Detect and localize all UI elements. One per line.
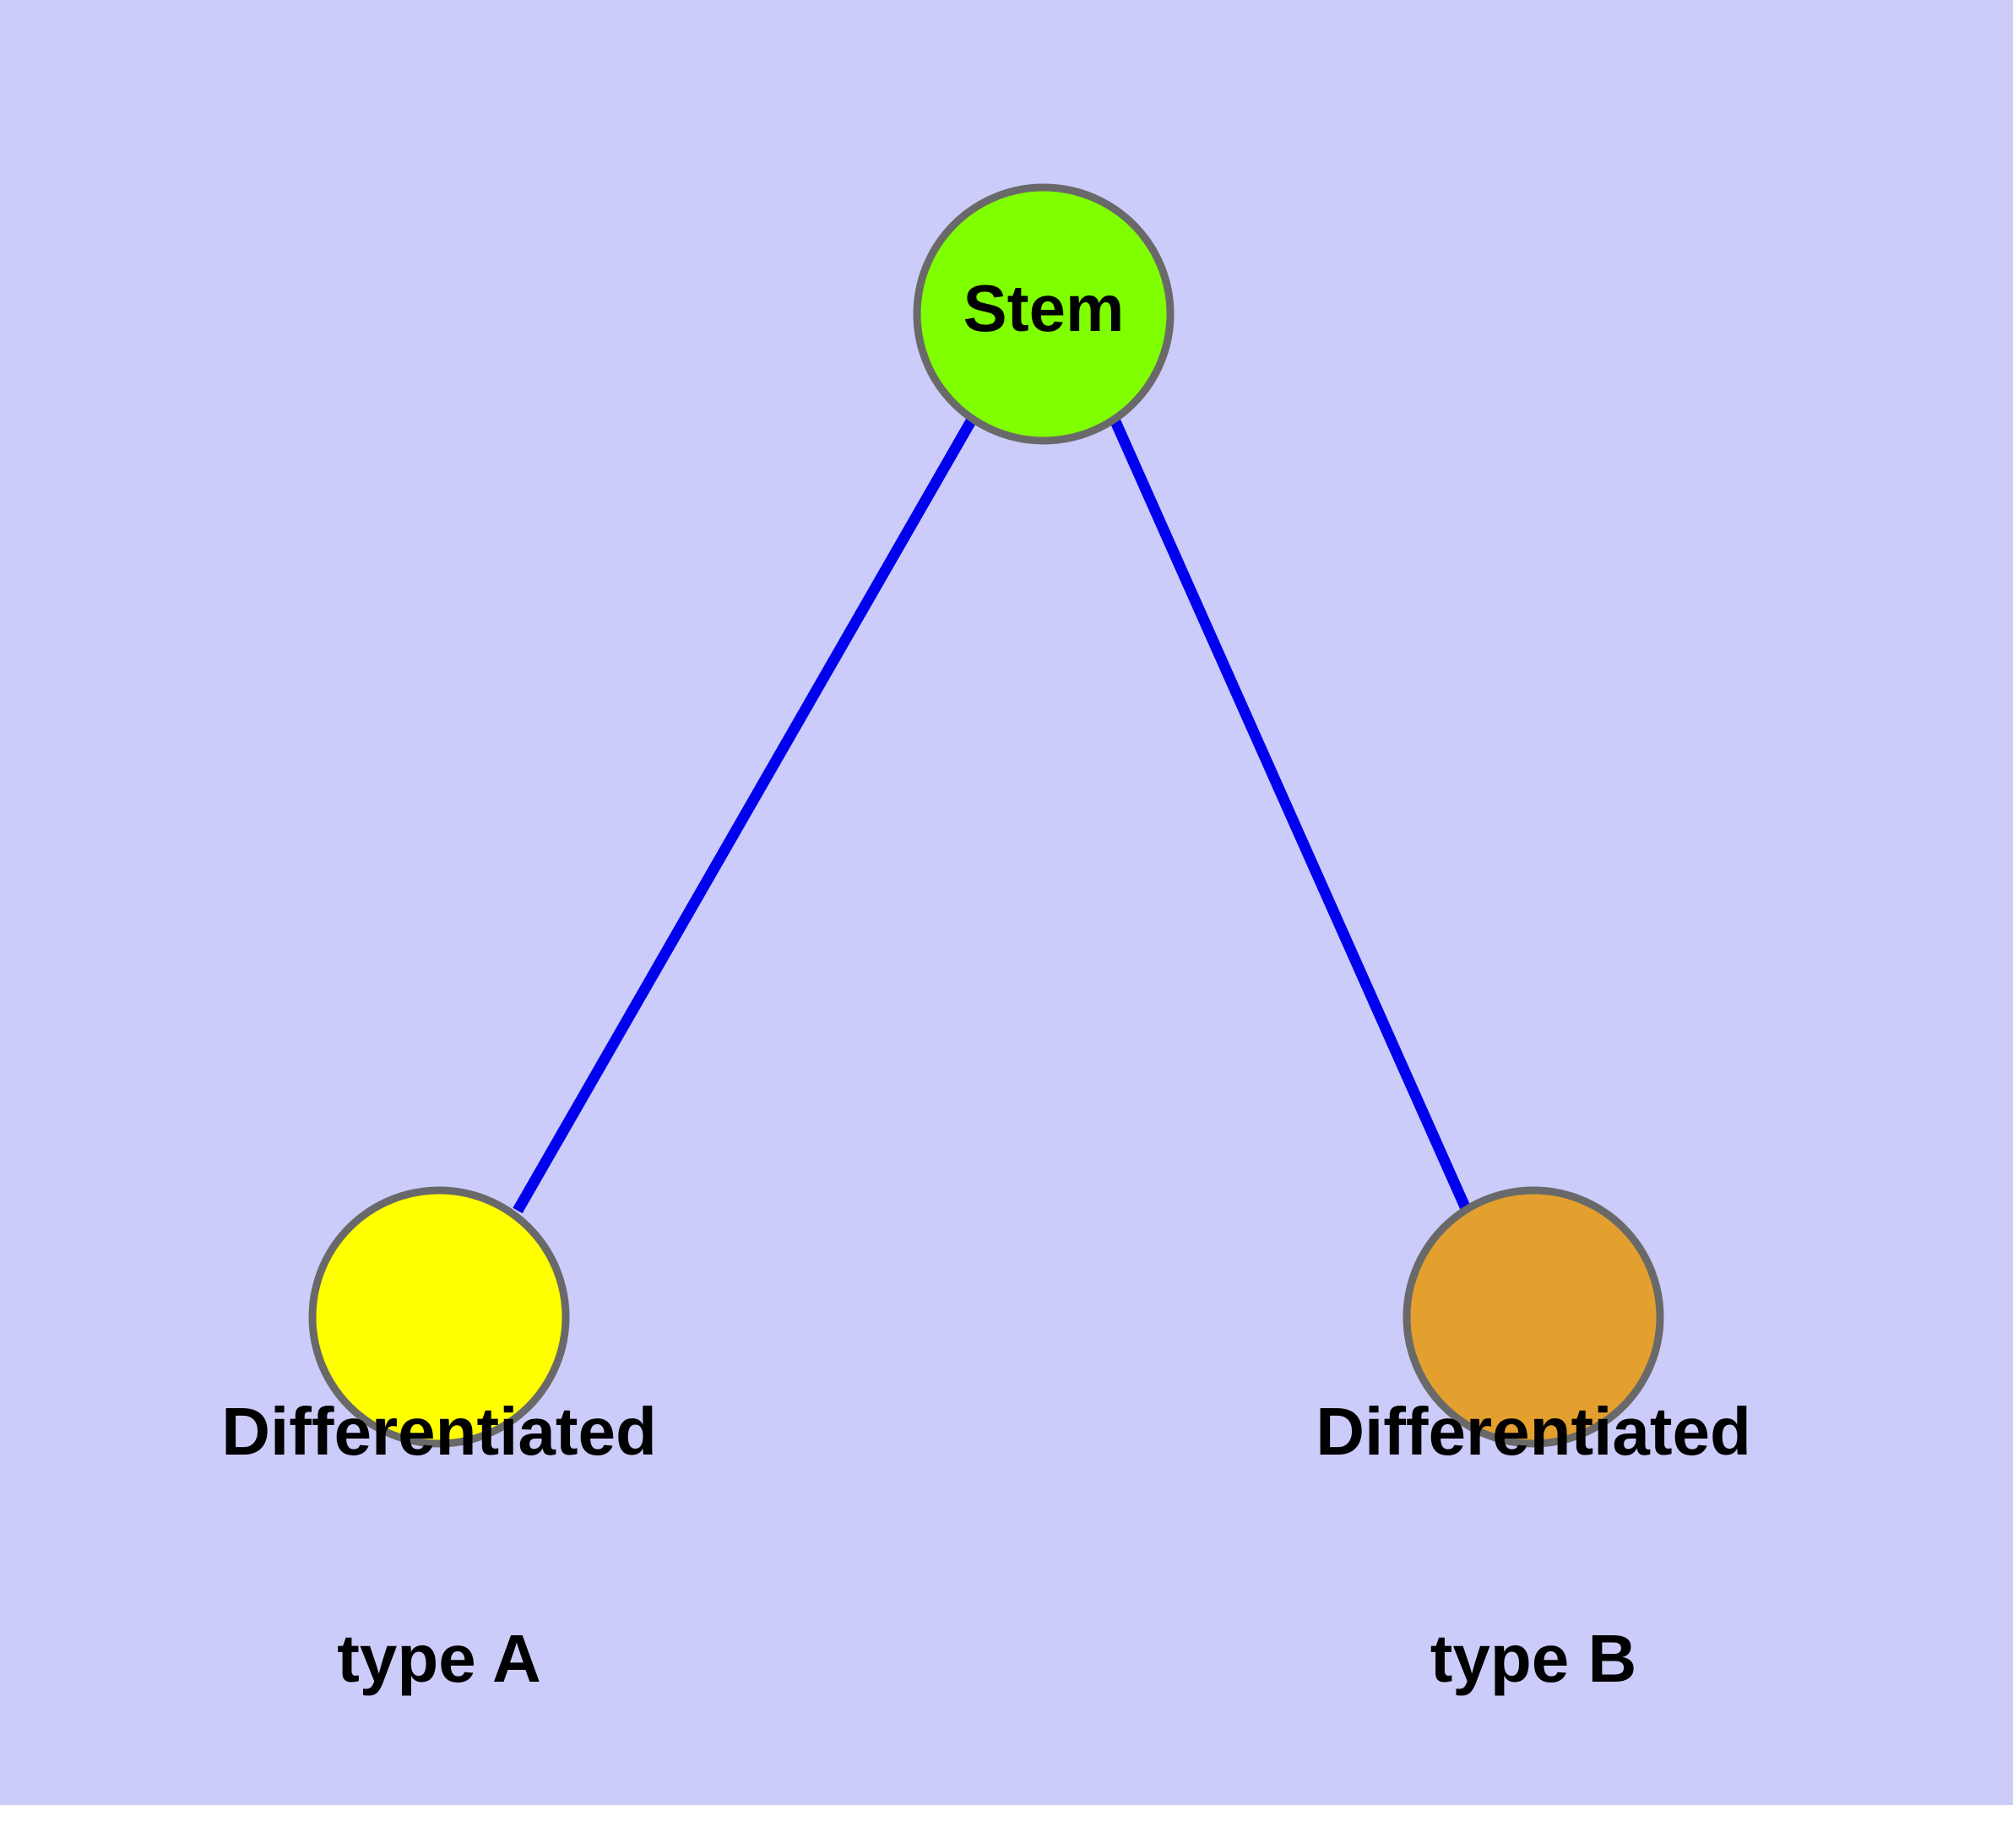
node-differentiated-type-a[interactable] xyxy=(308,1186,570,1448)
node-differentiated-type-b[interactable] xyxy=(1403,1186,1664,1448)
edge-stem-to-differentiated-type-b[interactable] xyxy=(1110,417,1472,1213)
node-layer xyxy=(308,183,1664,1448)
graph-svg-canvas xyxy=(308,183,1664,1448)
node-stem[interactable] xyxy=(913,183,1175,445)
edge-layer xyxy=(513,416,1472,1214)
edge-stem-to-differentiated-type-a[interactable] xyxy=(513,416,977,1214)
cell-differentiation-diagram: Stem Differentiated type A Differentiate… xyxy=(0,0,2013,1805)
